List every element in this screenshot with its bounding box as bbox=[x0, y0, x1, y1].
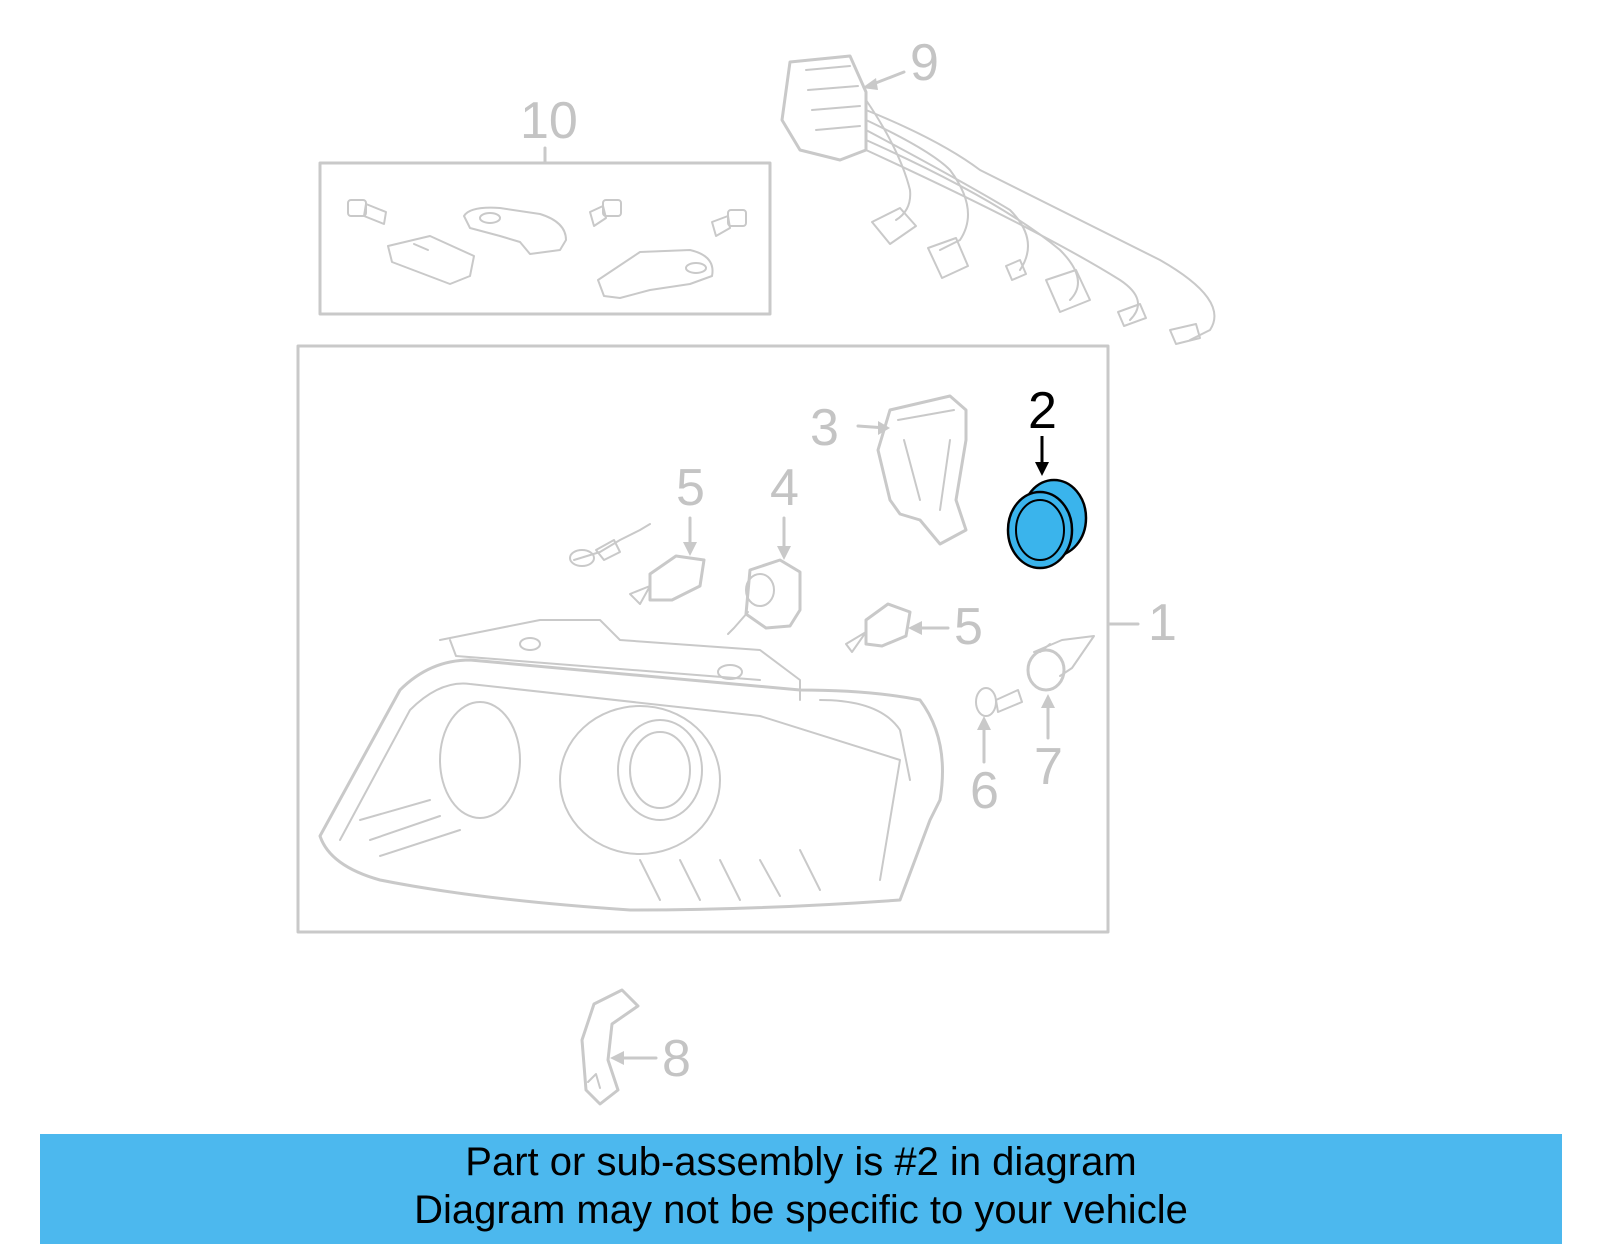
plug-icon bbox=[871, 207, 917, 245]
banner-line-disclaimer: Diagram may not be specific to your vehi… bbox=[414, 1188, 1188, 1232]
trim-bracket-group: 8 bbox=[580, 988, 691, 1106]
callout-3: 3 bbox=[810, 399, 839, 457]
callout-5a: 5 bbox=[676, 459, 705, 517]
bulb-socket-icon bbox=[1026, 635, 1095, 692]
bolt-icon bbox=[589, 199, 622, 227]
plug-icon bbox=[927, 237, 969, 279]
bracket-icon bbox=[463, 206, 567, 255]
callout-9: 9 bbox=[910, 34, 939, 92]
info-banner: Part or sub-assembly is #2 in diagram Di… bbox=[40, 1134, 1562, 1244]
plug-icon bbox=[1005, 259, 1027, 281]
hardware-kit-box bbox=[318, 161, 772, 316]
callout-4: 4 bbox=[770, 459, 799, 517]
plug-icon bbox=[1045, 269, 1091, 313]
callout-8: 8 bbox=[662, 1030, 691, 1088]
callout-7: 7 bbox=[1034, 738, 1063, 796]
callout-10: 10 bbox=[520, 92, 578, 150]
callout-2: 2 bbox=[1028, 382, 1057, 440]
plug-icon bbox=[1117, 303, 1147, 327]
turn-signal-bulb-icon bbox=[845, 602, 912, 653]
headlamp-assembly-box bbox=[296, 344, 1110, 934]
dust-cap-highlighted bbox=[1006, 478, 1088, 570]
mounting-clip-icon bbox=[387, 235, 475, 285]
callout-5b: 5 bbox=[954, 598, 983, 656]
trim-bracket-icon bbox=[580, 988, 640, 1106]
callout-1: 1 bbox=[1148, 594, 1177, 652]
bracket-icon bbox=[597, 249, 714, 299]
side-marker-bulb-icon bbox=[975, 687, 1023, 717]
headlamp-assembly-group: 1 3 2 bbox=[296, 344, 1177, 934]
harness-connector-icon bbox=[780, 54, 868, 162]
headlamp-housing-icon bbox=[318, 619, 944, 912]
adjuster-bracket-icon bbox=[876, 394, 968, 546]
headlight-bulb-icon bbox=[569, 523, 706, 605]
callout-6: 6 bbox=[970, 762, 999, 820]
leveling-motor-icon bbox=[727, 558, 802, 635]
banner-line-part-number: Part or sub-assembly is #2 in diagram bbox=[465, 1140, 1137, 1184]
hardware-kit-group: 10 bbox=[318, 92, 772, 316]
bolt-icon bbox=[347, 199, 387, 225]
plug-icon bbox=[1169, 323, 1201, 345]
wiring-harness-group: 9 bbox=[780, 34, 1216, 345]
bolt-icon bbox=[711, 209, 747, 237]
